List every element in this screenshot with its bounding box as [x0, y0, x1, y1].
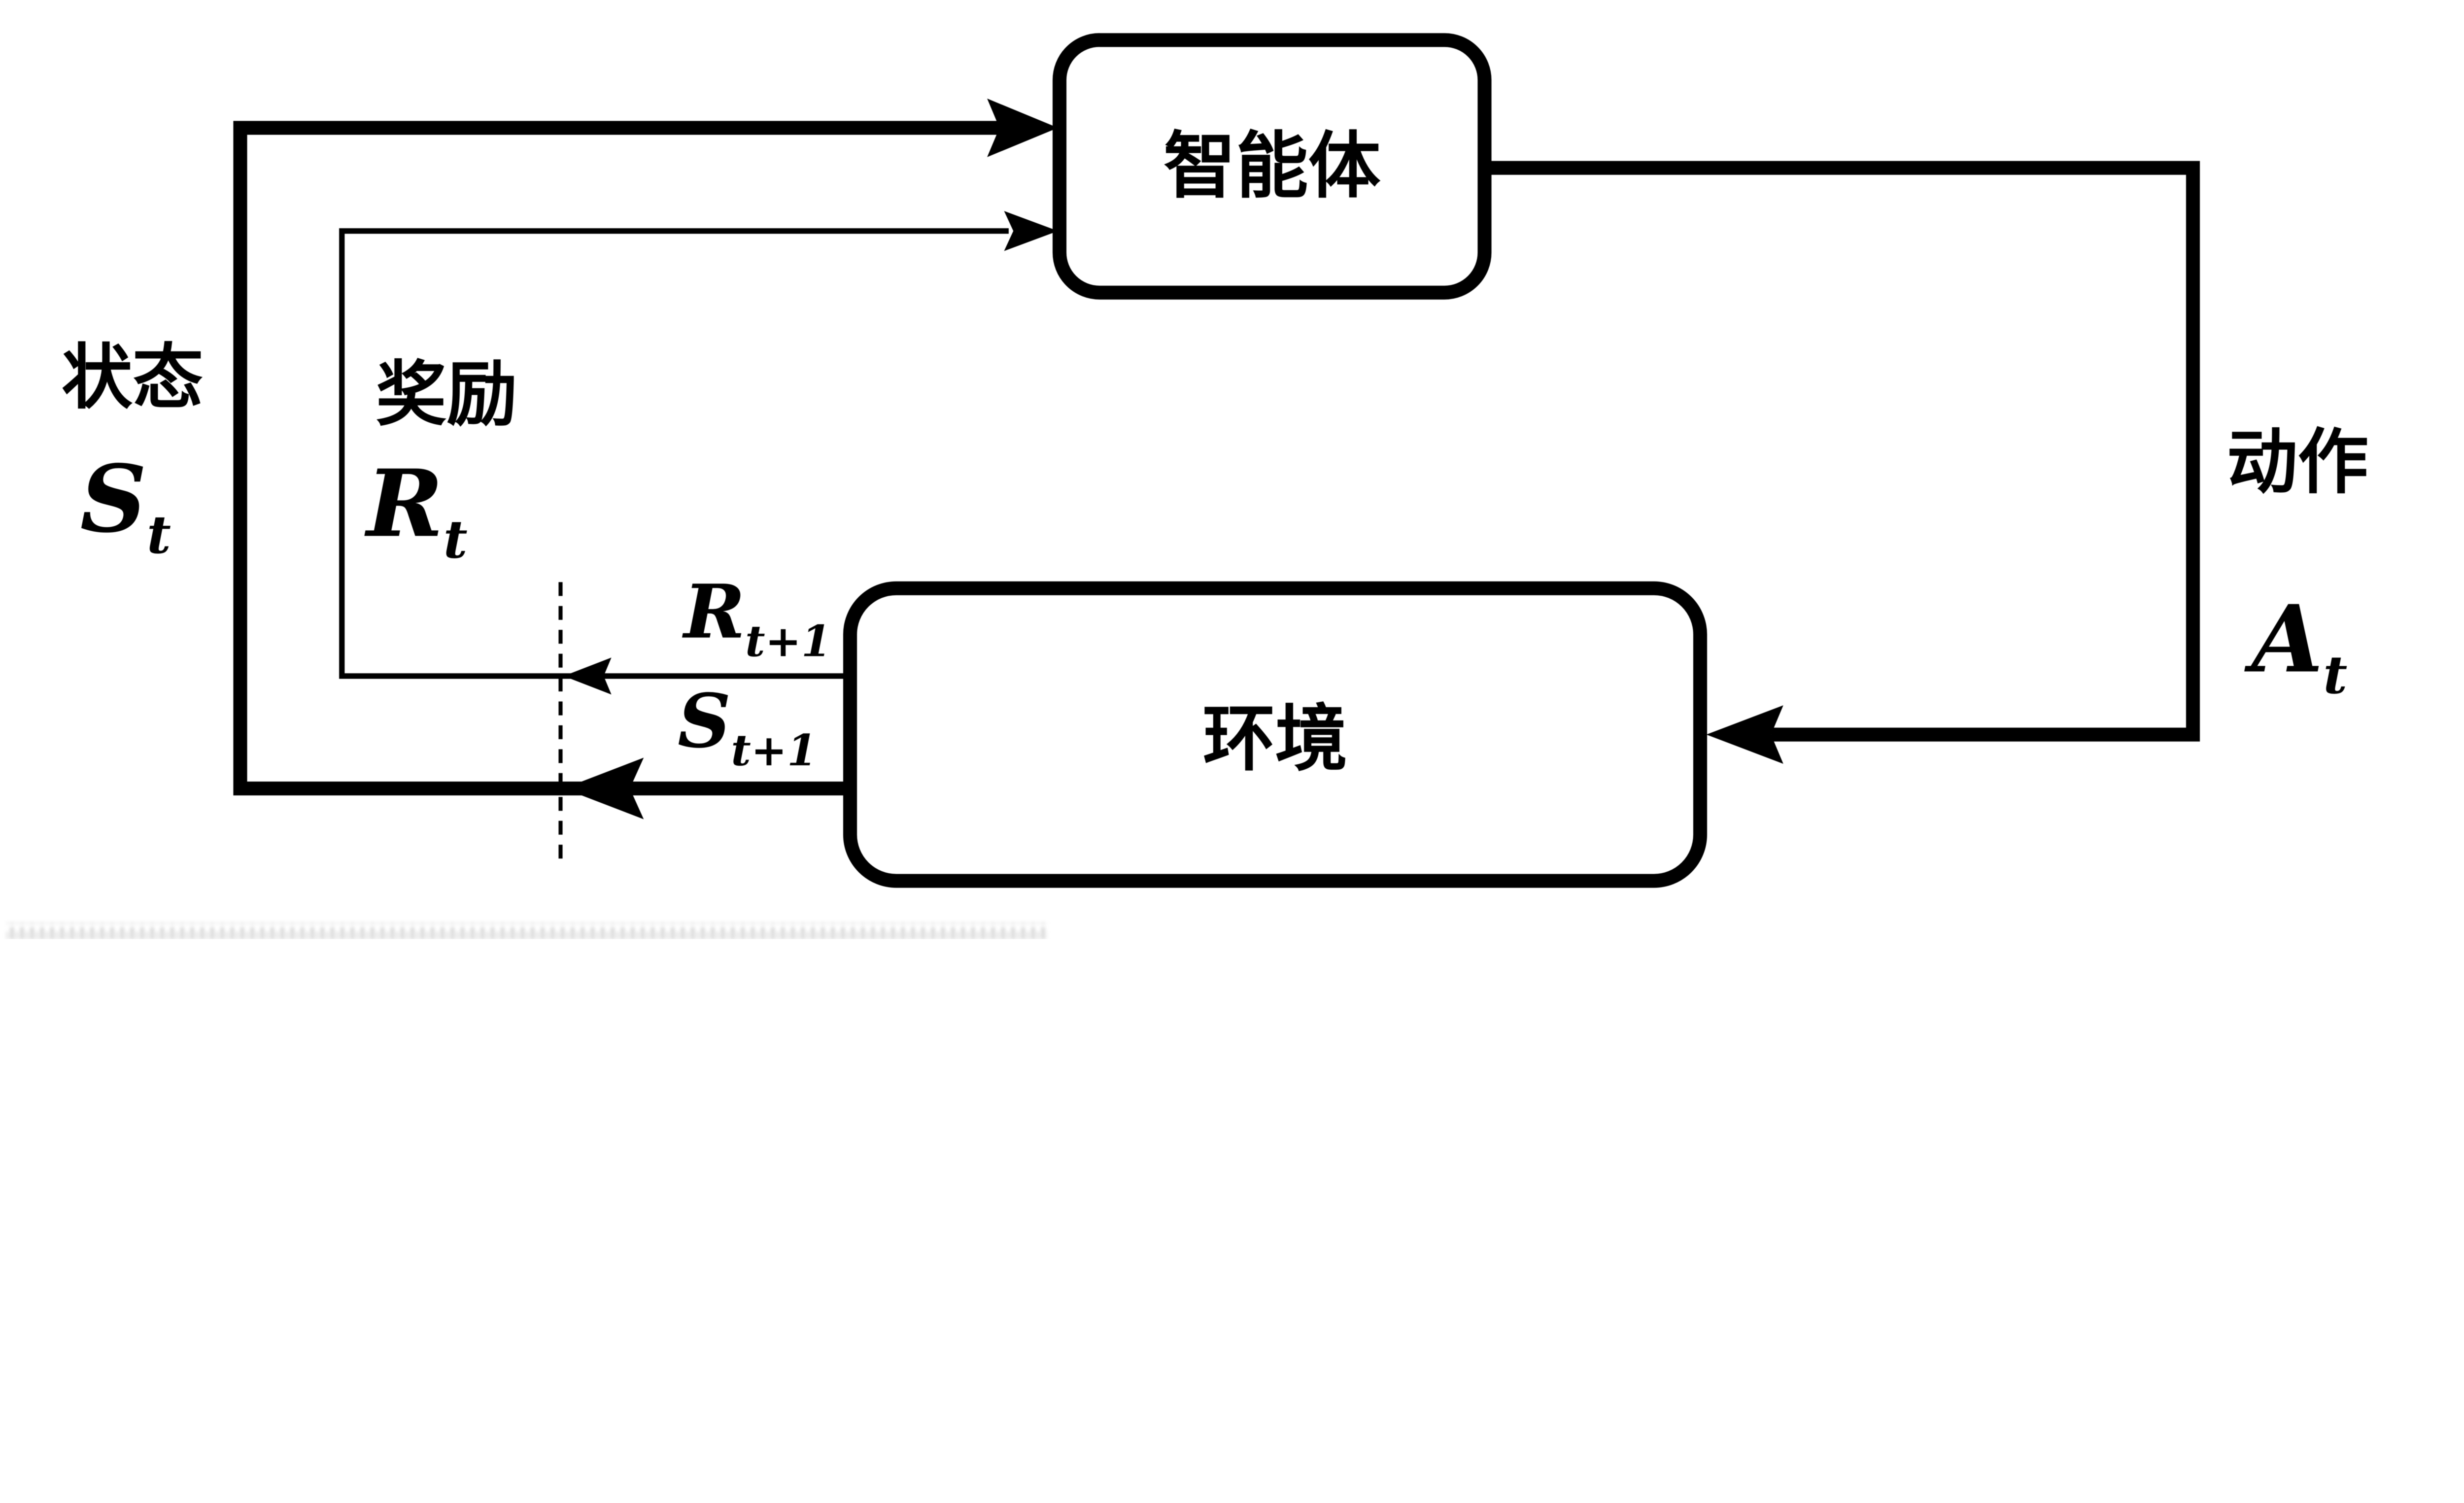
- state-into-agent-arrowhead: [987, 99, 1058, 157]
- cropped-caption-artifact: [6, 922, 1047, 940]
- next-state-arrowhead: [563, 757, 644, 820]
- rl-loop-diagram-stage: 智能体 环境 状态 St 奖励 Rt 动作 At Rt+1 St+1: [6, 33, 2369, 940]
- state-loop-line: [233, 121, 1001, 796]
- next-reward-symbol: Rt+1: [682, 569, 831, 666]
- reward-symbol: Rt: [364, 450, 468, 571]
- state-symbol: St: [80, 445, 171, 566]
- next-reward-arrowhead: [563, 657, 612, 695]
- agent-box: [1052, 33, 1492, 300]
- action-into-environment-arrowhead: [1706, 705, 1783, 764]
- reward-label: 奖励: [376, 352, 518, 436]
- state-label: 状态: [62, 336, 204, 419]
- environment-box-label: 环境: [1203, 696, 1348, 781]
- reward-into-agent-arrowhead: [1004, 211, 1058, 251]
- agent-box-label: 智能体: [1164, 123, 1381, 208]
- environment-box: [843, 581, 1708, 888]
- action-label: 动作: [2227, 420, 2369, 503]
- action-symbol: At: [2244, 585, 2348, 706]
- next-state-symbol: St+1: [678, 678, 817, 776]
- action-loop-line: [1484, 161, 2200, 742]
- rl-loop-diagram: 智能体 环境 状态 St 奖励 Rt 动作 At Rt+1 St+1: [6, 33, 2369, 940]
